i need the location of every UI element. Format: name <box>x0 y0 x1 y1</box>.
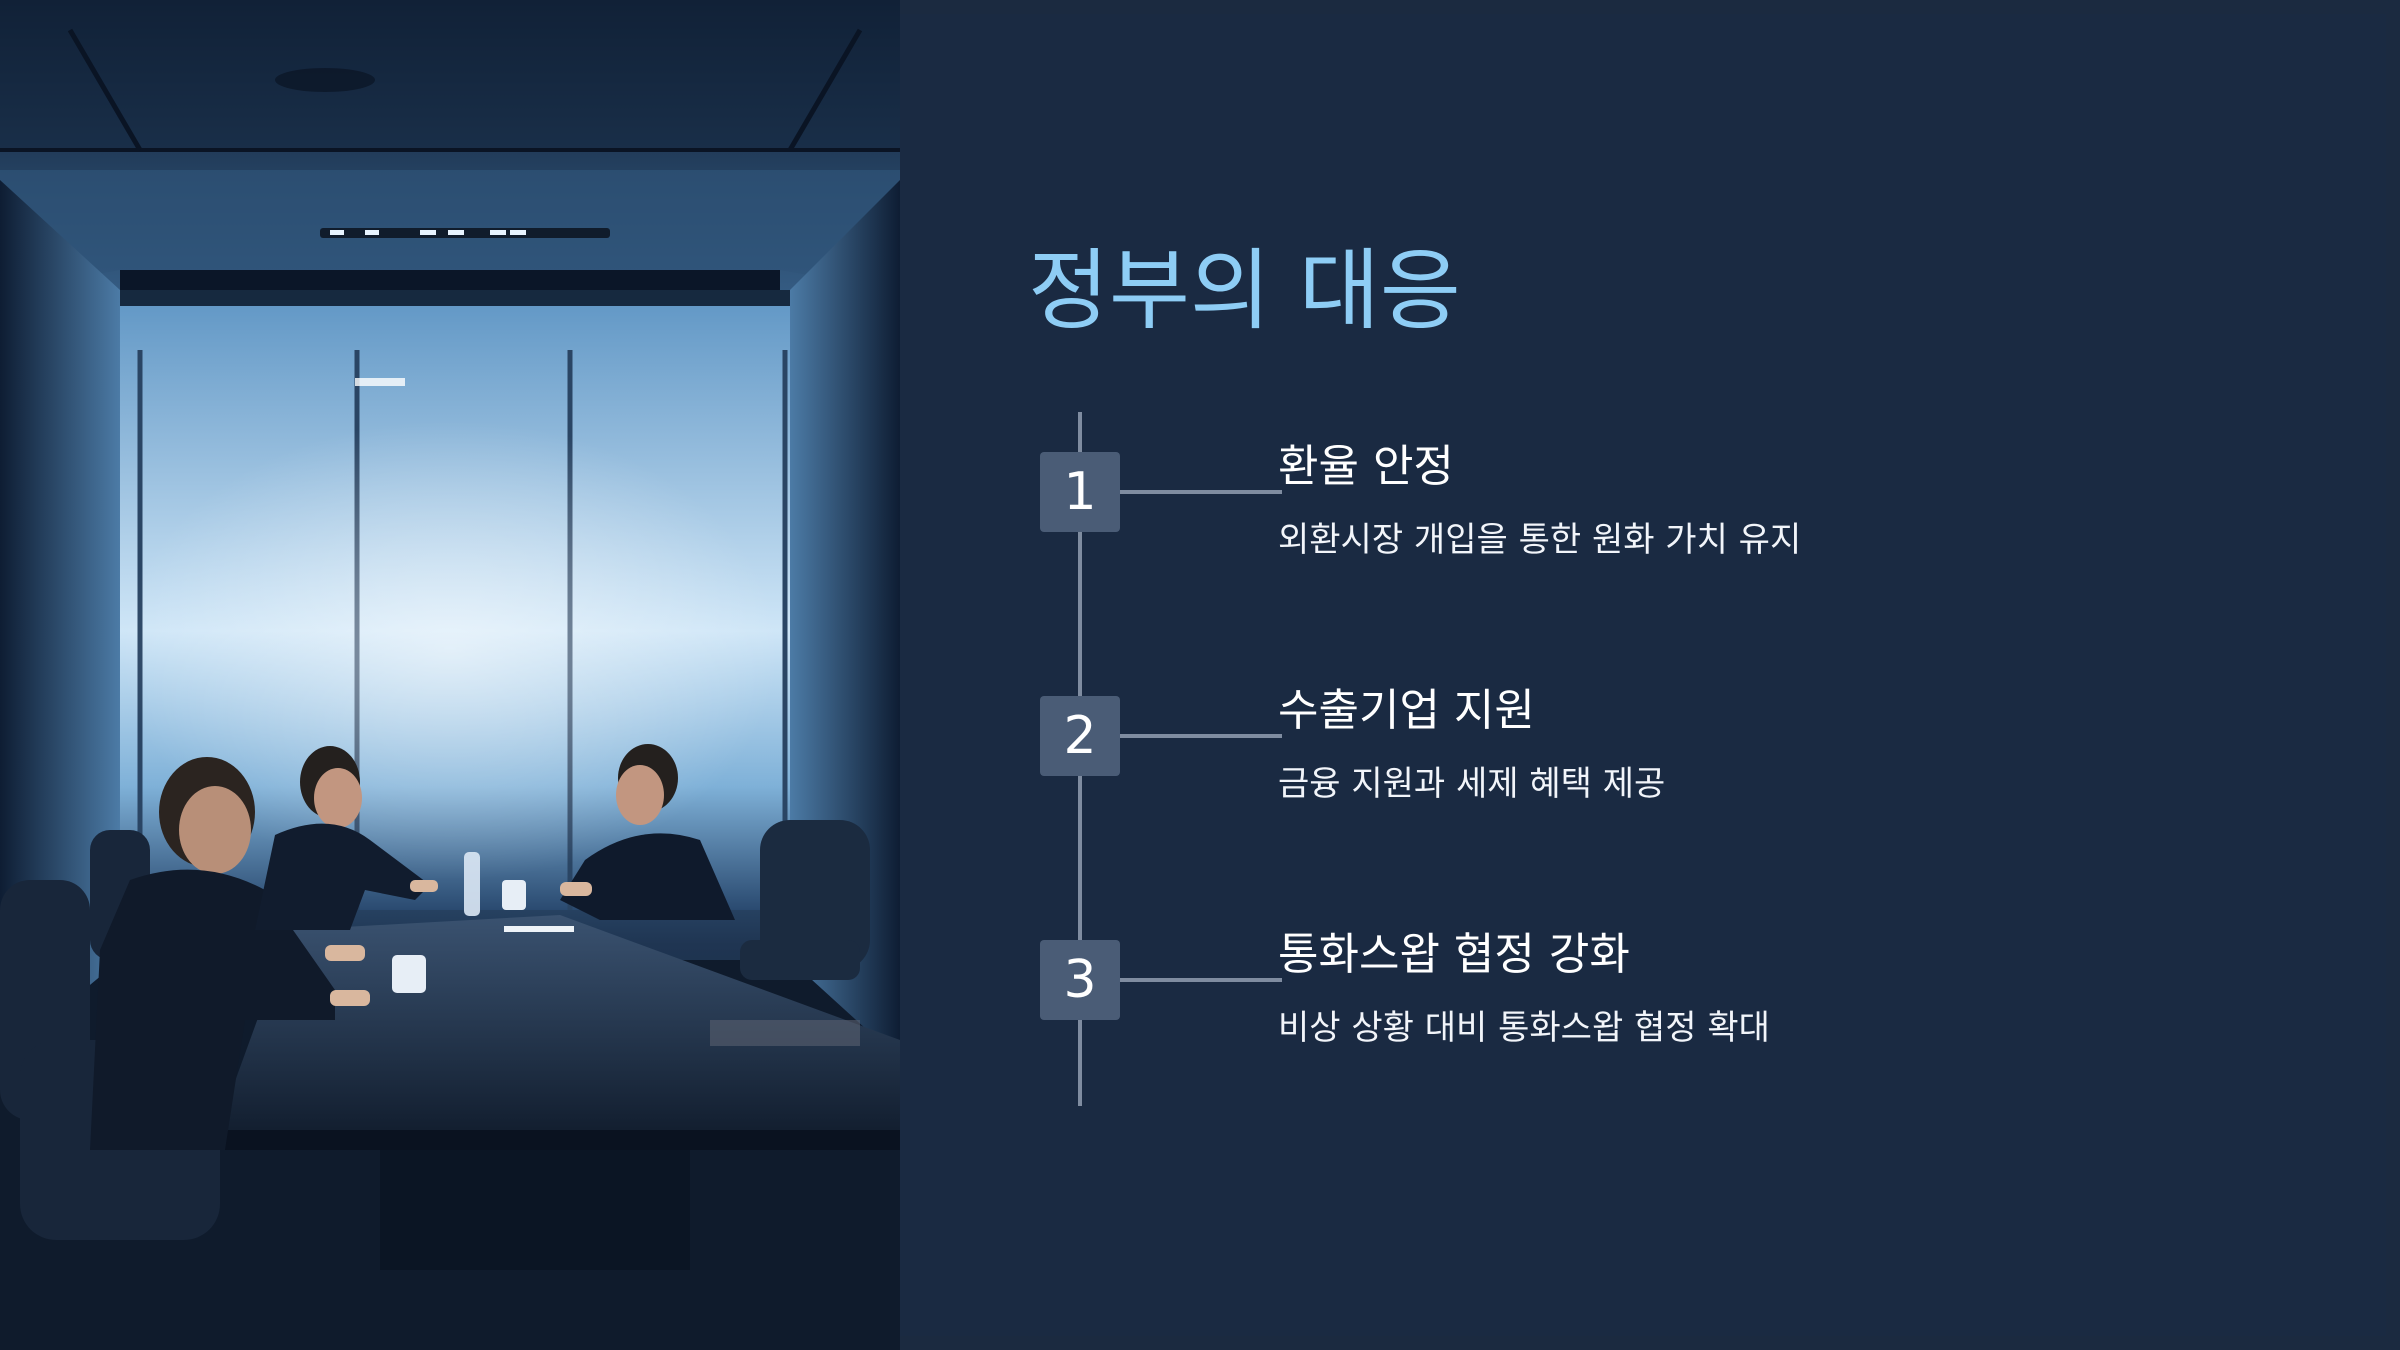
step-description: 외환시장 개입을 통한 원화 가치 유지 <box>1278 520 1802 560</box>
step-title: 수출기업 지원 <box>1278 685 1535 736</box>
slide-title: 정부의 대응 <box>1028 239 1461 342</box>
step-number-badge: 1 <box>1040 452 1120 532</box>
timeline-step: 3 통화스왑 협정 강화 비상 상황 대비 통화스왑 협정 확대 <box>1040 929 2340 1080</box>
step-number-badge: 3 <box>1040 940 1120 1020</box>
step-description: 금융 지원과 세제 혜택 제공 <box>1278 764 1666 804</box>
step-connector <box>1120 734 1282 738</box>
timeline-step: 1 환율 안정 외환시장 개입을 통한 원화 가치 유지 <box>1040 441 2340 592</box>
timeline-step: 2 수출기업 지원 금융 지원과 세제 혜택 제공 <box>1040 685 2340 836</box>
step-description: 비상 상황 대비 통화스왑 협정 확대 <box>1278 1008 1770 1048</box>
step-connector <box>1120 490 1282 494</box>
content-panel <box>900 14 2386 1336</box>
step-connector <box>1120 978 1282 982</box>
step-number-badge: 2 <box>1040 696 1120 776</box>
meeting-room-photo <box>0 0 900 1350</box>
step-title: 환율 안정 <box>1278 441 1454 492</box>
step-title: 통화스왑 협정 강화 <box>1278 929 1630 980</box>
